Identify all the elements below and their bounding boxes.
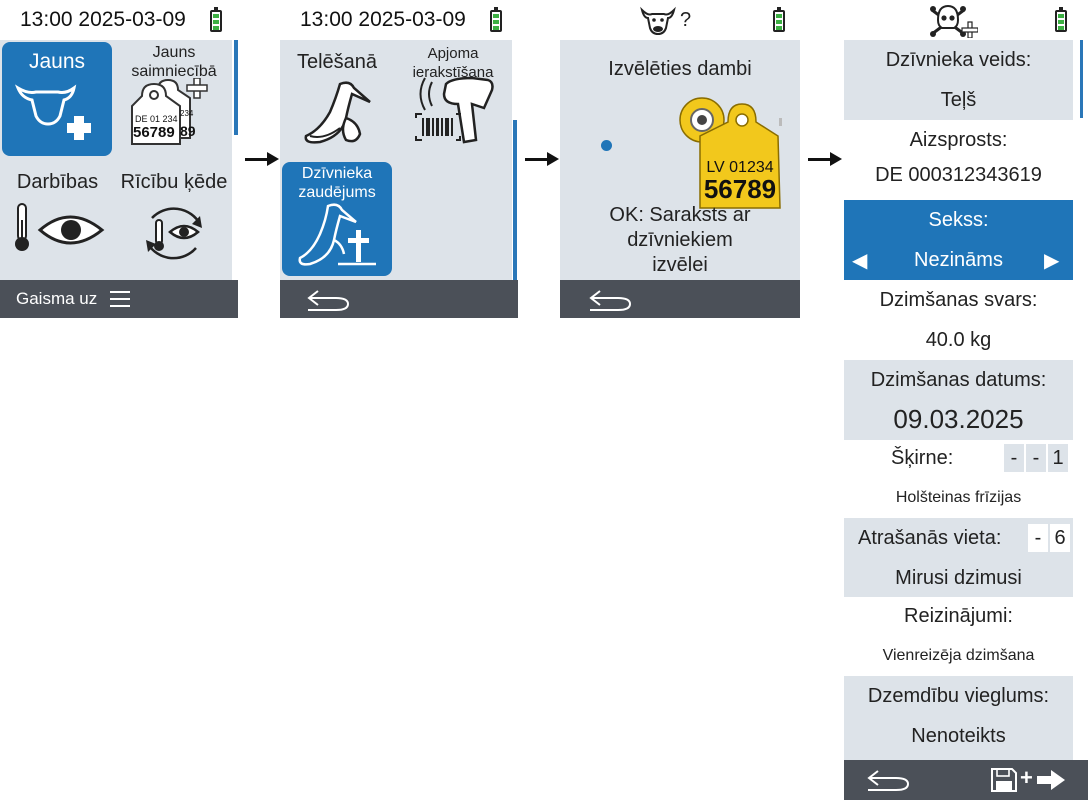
tile-telesana-label[interactable]: Telēšanā bbox=[296, 51, 378, 73]
battery-icon bbox=[1055, 7, 1067, 32]
field-value: DE 000312343619 bbox=[875, 164, 1042, 186]
chevron-left-icon[interactable]: ◀ bbox=[852, 250, 868, 272]
back-icon[interactable] bbox=[306, 288, 352, 312]
breed-code-box-2[interactable]: - bbox=[1026, 444, 1046, 472]
field-value: Teļš bbox=[940, 89, 977, 111]
ok-instruction: OK: Saraksts ar dzīvniekiem izvēlei bbox=[560, 203, 800, 278]
tag-small-text: LV 01234 bbox=[706, 159, 773, 176]
skull-add-icon bbox=[930, 4, 978, 38]
field-label: Dzimšanas svars: bbox=[879, 289, 1038, 311]
field-value: 40.0 kg bbox=[925, 329, 992, 351]
status-time: 13:00 2025-03-09 bbox=[20, 8, 186, 31]
light-toggle-label[interactable]: Gaisma uz bbox=[16, 289, 98, 308]
field-label: Dzimšanas datums: bbox=[870, 369, 1047, 391]
field-birth-weight[interactable]: Dzimšanas svars: 40.0 kg bbox=[844, 280, 1073, 360]
field-value: Holšteinas frīzijas bbox=[895, 489, 1022, 506]
ear-tag-icon: LV 01234 56789 bbox=[679, 97, 781, 209]
scan-tick bbox=[779, 118, 782, 126]
flow-arrow-3 bbox=[808, 152, 842, 166]
field-label: Aizsprosts: bbox=[909, 129, 1008, 151]
scan-indicator-dot bbox=[601, 140, 612, 151]
chevron-right-icon[interactable]: ▶ bbox=[1044, 250, 1060, 272]
tile-apjoma-label[interactable]: Apjoma ierakstīšana bbox=[412, 45, 494, 81]
arrow-right-icon bbox=[1037, 770, 1065, 790]
footer-bar: + bbox=[844, 760, 1088, 800]
tag-large-text: 56789 bbox=[133, 124, 175, 141]
cow-icon bbox=[640, 6, 676, 36]
barcode-scanner-icon bbox=[415, 76, 494, 144]
field-animal-type[interactable]: Dzīvnieka veids: Teļš bbox=[844, 40, 1073, 120]
tag-large-text: 56789 bbox=[704, 174, 776, 204]
field-label: Reizinājumi: bbox=[904, 605, 1013, 627]
field-dam[interactable]: Aizsprosts: DE 000312343619 bbox=[844, 120, 1073, 200]
thermometer-eye-icon bbox=[15, 203, 105, 251]
save-plus-sign: + bbox=[1020, 765, 1033, 790]
tile-jauns[interactable]: Jauns bbox=[2, 42, 112, 156]
battery-icon bbox=[773, 7, 785, 32]
tile-label: Jauns bbox=[28, 50, 86, 73]
field-location[interactable]: Atrašanās vieta: - 6 Mirusi dzimusi bbox=[844, 518, 1073, 597]
battery-icon bbox=[490, 7, 502, 32]
scrollbar[interactable] bbox=[513, 120, 517, 280]
ok-instruction-line3: izvēlei bbox=[652, 254, 708, 276]
field-label: Dzemdību vieglums: bbox=[867, 685, 1050, 707]
field-multiples[interactable]: Reizinājumi: Vienreizēja dzimšana bbox=[844, 597, 1073, 676]
field-breed[interactable]: Šķirne: - - 1 Holšteinas frīzijas bbox=[844, 440, 1073, 518]
field-value: Nezināms bbox=[914, 249, 1003, 271]
flow-arrow-2 bbox=[525, 152, 559, 166]
tile-ricibu-kede-label[interactable]: Rīcību ķēde bbox=[120, 171, 228, 193]
ok-instruction-line1: OK: Saraksts ar bbox=[609, 204, 751, 226]
breed-code-box-3[interactable]: 1 bbox=[1048, 444, 1068, 472]
action-chain-icon bbox=[146, 207, 202, 260]
field-calving-ease[interactable]: Dzemdību vieglums: Nenoteikts bbox=[844, 676, 1073, 760]
tag-back-text-2: 89 bbox=[180, 123, 196, 139]
field-sex[interactable]: Sekss: ◀ Nezināms ▶ bbox=[844, 200, 1073, 280]
field-label: Atrašanās vieta: bbox=[858, 527, 1002, 549]
field-label: Sekss: bbox=[928, 209, 989, 231]
battery-icon bbox=[210, 7, 222, 32]
breed-code-box-1[interactable]: - bbox=[1004, 444, 1024, 472]
footer-bar: Gaisma uz bbox=[0, 280, 238, 318]
footer-bar bbox=[560, 280, 800, 318]
ear-tag-add-icon: DE 01 234 56789 234 89 bbox=[131, 78, 208, 145]
tile-dzivnieka-zaudejums[interactable]: Dzīvnieka zaudējums bbox=[282, 162, 392, 276]
tile-label-line1: Dzīvnieka bbox=[301, 165, 373, 182]
back-icon[interactable] bbox=[588, 288, 634, 312]
menu-icon[interactable] bbox=[110, 291, 130, 307]
stork-loss-icon bbox=[298, 203, 376, 266]
field-value: Nenoteikts bbox=[911, 725, 1006, 747]
status-time: 13:00 2025-03-09 bbox=[300, 8, 466, 31]
footer-bar bbox=[280, 280, 518, 318]
field-birth-date[interactable]: Dzimšanas datums: 09.03.2025 bbox=[844, 360, 1073, 440]
tile-jauns-saimnieciba-label[interactable]: Jauns saimniecībā bbox=[131, 44, 217, 80]
scrollbar[interactable] bbox=[1080, 40, 1083, 118]
flow-arrow-1 bbox=[245, 152, 279, 166]
stork-icon bbox=[304, 81, 371, 144]
cow-add-icon bbox=[14, 84, 91, 140]
field-value: Vienreizēja dzimšana bbox=[882, 647, 1035, 664]
tile-darbibas-label[interactable]: Darbības bbox=[16, 171, 99, 193]
cow-unknown-marker: ? bbox=[680, 9, 692, 31]
save-icon bbox=[991, 768, 1017, 792]
tile-label-line2: zaudējums bbox=[298, 184, 376, 201]
save-and-next-button[interactable]: + bbox=[990, 765, 1070, 793]
ok-instruction-line2: dzīvniekiem bbox=[627, 229, 733, 251]
field-label: Dzīvnieka veids: bbox=[885, 49, 1032, 71]
scrollbar[interactable] bbox=[234, 40, 238, 135]
back-icon[interactable] bbox=[866, 768, 912, 792]
field-value: Mirusi dzimusi bbox=[895, 567, 1022, 589]
field-value: 09.03.2025 bbox=[893, 404, 1024, 434]
tag-back-text: 234 bbox=[180, 109, 194, 118]
field-label: Šķirne: bbox=[891, 447, 954, 469]
location-code-box-2[interactable]: 6 bbox=[1050, 524, 1070, 552]
tag-small-text: DE 01 234 bbox=[135, 114, 178, 124]
screen-title: Izvēlēties dambi bbox=[608, 58, 752, 80]
location-code-box-1[interactable]: - bbox=[1028, 524, 1048, 552]
